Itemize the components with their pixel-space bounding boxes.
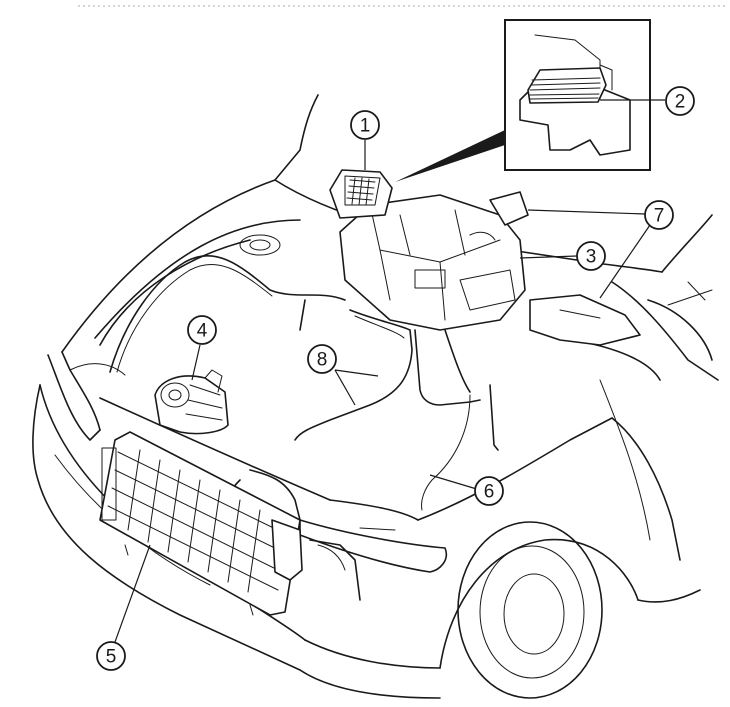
callout-4-label: 4 bbox=[197, 321, 208, 342]
callout-8-label: 8 bbox=[317, 350, 328, 371]
inset-pointer bbox=[395, 130, 505, 182]
callout-2: 2 bbox=[665, 86, 695, 116]
condenser bbox=[99, 431, 303, 616]
callout-7-label: 7 bbox=[654, 206, 665, 227]
leader-lines bbox=[114, 99, 665, 643]
filter-detail-inset bbox=[504, 19, 651, 171]
compressor bbox=[154, 369, 229, 435]
callout-7: 7 bbox=[644, 200, 674, 230]
callout-5: 5 bbox=[96, 641, 126, 671]
callout-3-label: 3 bbox=[586, 247, 597, 268]
callout-6-label: 6 bbox=[484, 482, 495, 503]
callout-3: 3 bbox=[576, 241, 606, 271]
callout-1: 1 bbox=[350, 110, 380, 140]
refrigerant-pipes bbox=[109, 254, 499, 601]
callout-6: 6 bbox=[474, 476, 504, 506]
callout-1-label: 1 bbox=[360, 116, 371, 137]
callout-8: 8 bbox=[307, 344, 337, 374]
car-body bbox=[32, 94, 719, 699]
heater-unit bbox=[329, 169, 641, 346]
callout-2-label: 2 bbox=[675, 92, 686, 113]
callout-4: 4 bbox=[187, 315, 217, 345]
callout-5-label: 5 bbox=[106, 647, 117, 668]
